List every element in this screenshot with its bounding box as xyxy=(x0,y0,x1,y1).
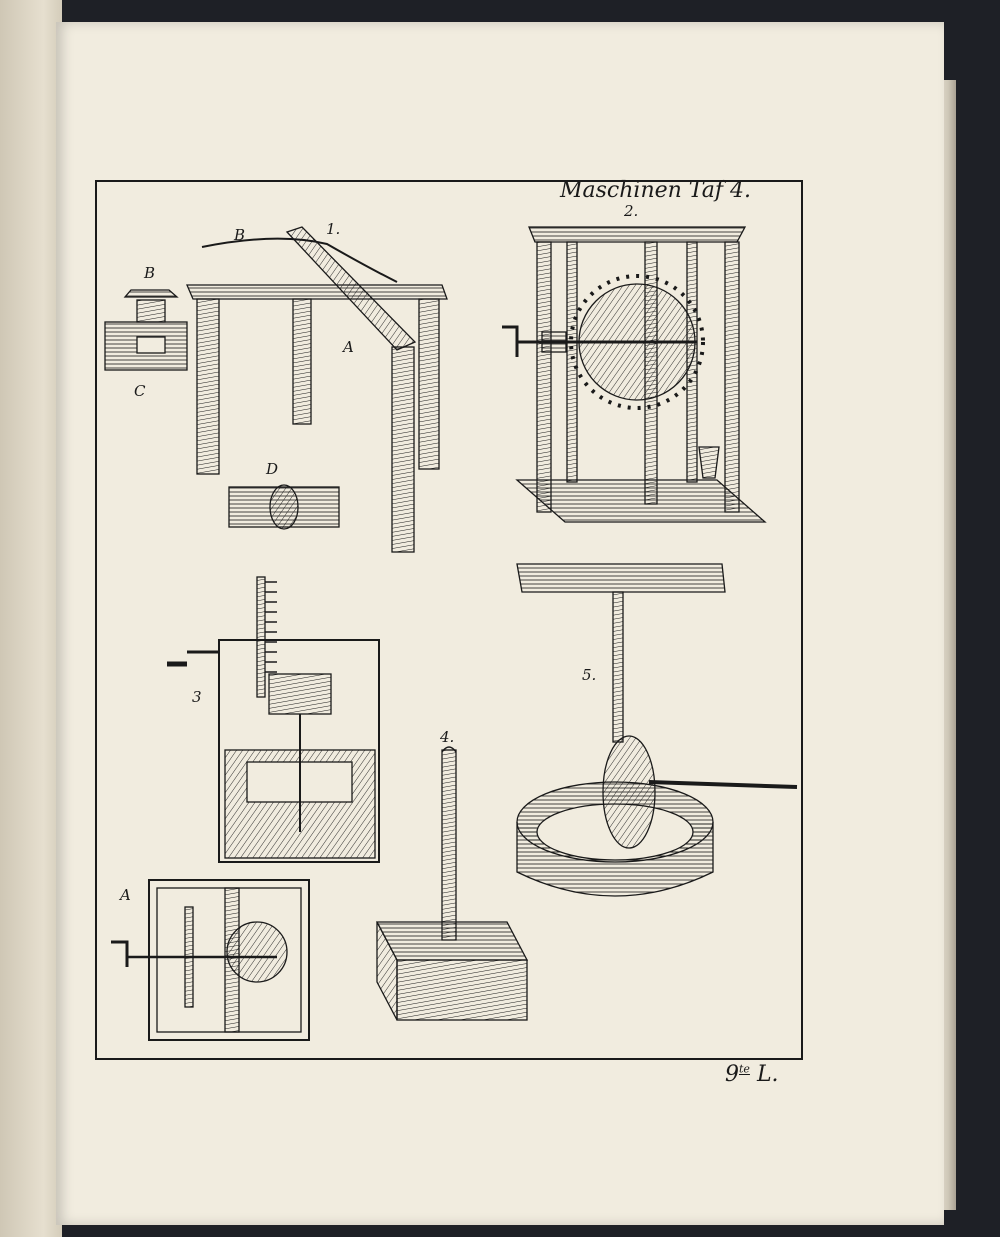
figure-4-post-block xyxy=(375,746,529,1021)
figure-1-label-b-left: B xyxy=(144,264,156,282)
figure-5-number: 5. xyxy=(582,666,597,684)
figure-2-number: 2. xyxy=(624,202,639,220)
figure-3-number: 3 xyxy=(192,688,202,706)
figure-4-number: 4. xyxy=(440,728,455,746)
book-page xyxy=(56,22,944,1225)
plate-illustrations xyxy=(104,226,798,1041)
signature-mark: 9te L. xyxy=(725,1062,779,1087)
figure-5-edge-runner-mill xyxy=(516,563,798,897)
figure-1-label-c: C xyxy=(134,382,146,400)
figure-1-lever-frame xyxy=(104,226,448,553)
figure-1-number: 1. xyxy=(326,220,341,238)
figure-1-label-b-top: B xyxy=(234,226,246,244)
plate-title: Maschinen Taf 4. xyxy=(560,178,752,203)
engraved-plate xyxy=(95,180,803,1060)
figure-1-label-d: D xyxy=(266,460,279,478)
signature-end: L. xyxy=(756,1062,779,1087)
left-page-edge xyxy=(0,0,62,1237)
figure-3-frame-trough xyxy=(167,576,380,863)
figure-3a-label: A xyxy=(120,886,131,904)
signature-superscript: te xyxy=(739,1062,750,1076)
figure-3a-frame-plan xyxy=(111,879,310,1041)
figure-2-wheel-frame xyxy=(502,226,767,523)
signature-main: 9 xyxy=(725,1062,739,1087)
figure-1-label-a: A xyxy=(343,338,354,356)
